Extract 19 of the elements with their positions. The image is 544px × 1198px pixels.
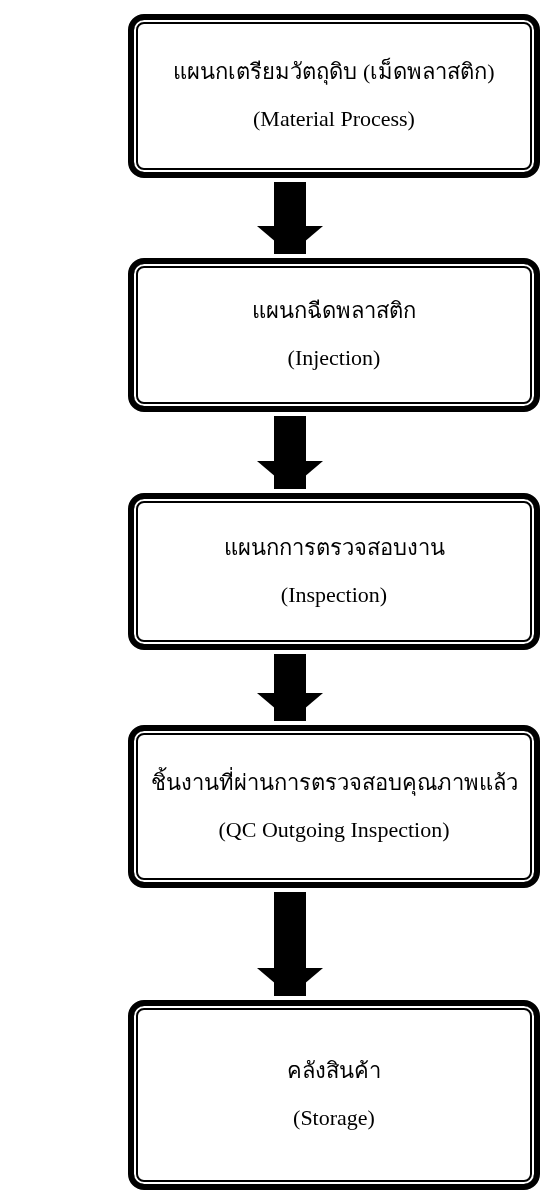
step-subtitle: (QC Outgoing Inspection) <box>218 815 450 844</box>
step-subtitle: (Injection) <box>287 344 381 372</box>
process-box <box>128 14 540 178</box>
process-box <box>128 1000 540 1190</box>
step-subtitle: (Inspection) <box>280 580 388 609</box>
step-title: แผนกการตรวจสอบงาน <box>223 533 445 562</box>
block-arrow <box>257 182 323 254</box>
step-title: ชิ้นงานที่ผ่านการตรวจสอบคุณภาพแล้ว <box>150 768 518 798</box>
step-title: คลังสินค้า <box>287 1057 381 1086</box>
block-arrow <box>257 416 323 489</box>
block-arrow <box>257 654 323 721</box>
step-subtitle: (Storage) <box>293 1104 375 1132</box>
block-arrow <box>257 892 323 996</box>
step-title: แผนกเตรียมวัตถุดิบ (เม็ดพลาสติก) <box>173 58 495 87</box>
process-box <box>128 725 540 888</box>
step-title: แผนกฉีดพลาสติก <box>252 297 416 326</box>
process-box <box>128 258 540 412</box>
step-subtitle: (Material Process) <box>253 105 415 133</box>
process-box <box>128 493 540 650</box>
